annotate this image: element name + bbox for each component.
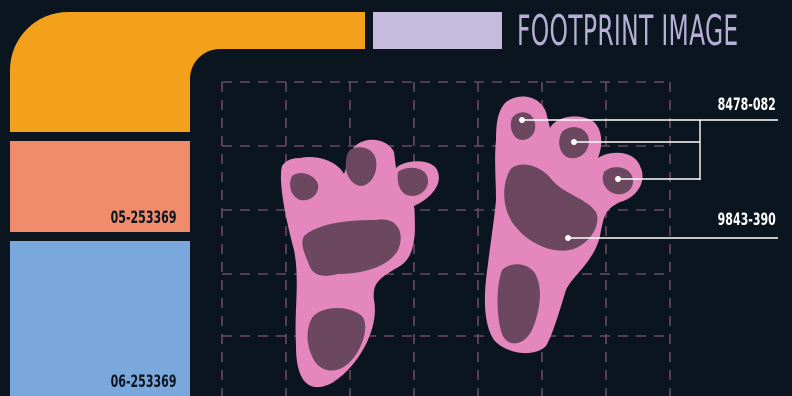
marker-dot <box>571 139 577 145</box>
grid-overlay <box>222 82 672 396</box>
callout-label-toes: 8478-082 <box>718 95 776 115</box>
marker-dot <box>565 235 571 241</box>
marker-dot <box>615 176 621 182</box>
callout-label-pad: 9843-390 <box>718 210 776 230</box>
right-footprint <box>485 97 643 354</box>
left-footprint <box>281 140 439 387</box>
marker-dot <box>519 117 525 123</box>
